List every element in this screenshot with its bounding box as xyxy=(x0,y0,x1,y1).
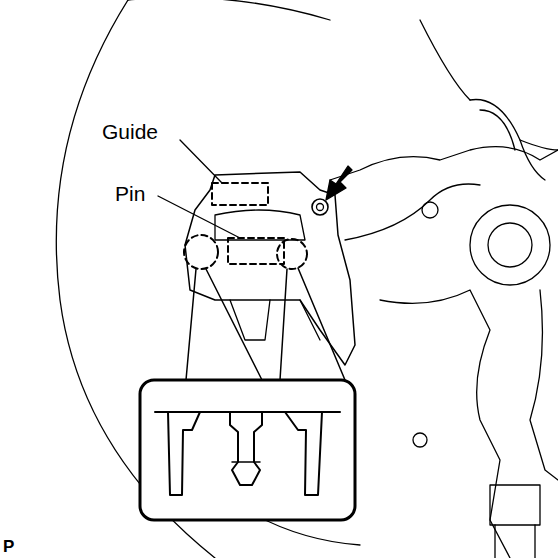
knuckle-arm xyxy=(530,290,558,480)
bracket xyxy=(185,172,355,365)
pin-mark xyxy=(228,238,284,264)
bolt xyxy=(312,199,328,215)
wire-harness xyxy=(420,20,470,100)
clip-mark xyxy=(184,235,218,269)
detail-inset xyxy=(140,380,355,520)
wire-harness xyxy=(480,110,515,150)
bolt xyxy=(317,204,324,211)
hub-bore xyxy=(488,223,532,267)
bracket-edge xyxy=(300,300,320,340)
pointer-arrow xyxy=(326,166,352,200)
bracket-slot xyxy=(215,210,305,240)
clip-mark xyxy=(277,239,307,269)
hub xyxy=(470,205,550,285)
detail-plate xyxy=(155,411,340,413)
knuckle-edge xyxy=(345,184,480,240)
disc-arc xyxy=(128,0,330,20)
projection-line xyxy=(186,269,262,380)
ball-joint xyxy=(490,485,540,525)
clip-prong xyxy=(285,412,322,495)
bracket-tab xyxy=(230,300,270,340)
ball-joint xyxy=(495,525,535,558)
leader-line xyxy=(180,140,222,183)
projection-line xyxy=(280,268,345,380)
leader-line xyxy=(158,196,240,238)
guide-mark xyxy=(212,183,268,205)
pin-detail xyxy=(232,461,260,463)
pin-detail xyxy=(230,412,262,485)
figure-code: P xyxy=(3,538,14,555)
part-label: Pin xyxy=(115,183,145,204)
wire-harness xyxy=(520,140,558,150)
part-label: Guide xyxy=(102,121,158,142)
hole xyxy=(413,433,427,447)
wire-harness xyxy=(470,100,545,181)
clip-prong xyxy=(168,412,200,495)
hole xyxy=(422,202,438,218)
